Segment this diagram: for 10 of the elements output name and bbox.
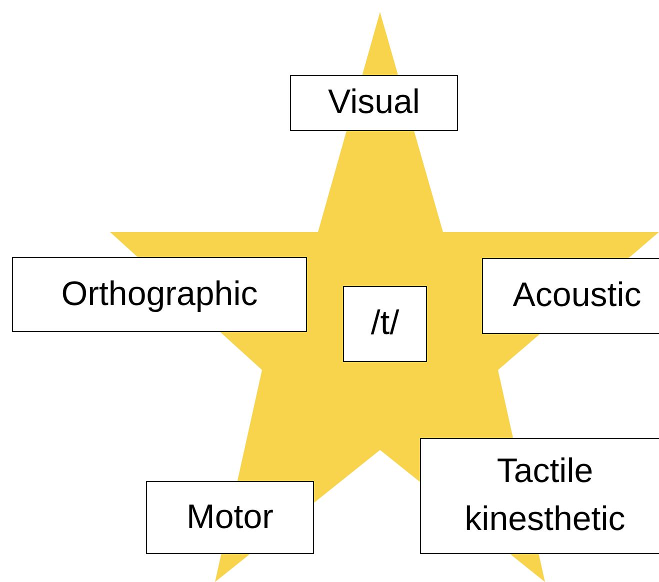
box-label: Orthographic (61, 274, 258, 315)
text-box (343, 286, 427, 362)
text-box (482, 258, 659, 334)
box-label: Acoustic (512, 275, 642, 316)
box-label: Tactile kinesthetic (464, 451, 626, 540)
text-box (420, 438, 659, 554)
box-label: Motor (186, 496, 274, 538)
text-box (12, 257, 307, 332)
box-label: Visual (328, 82, 420, 124)
box-label: /t/ (370, 303, 400, 344)
